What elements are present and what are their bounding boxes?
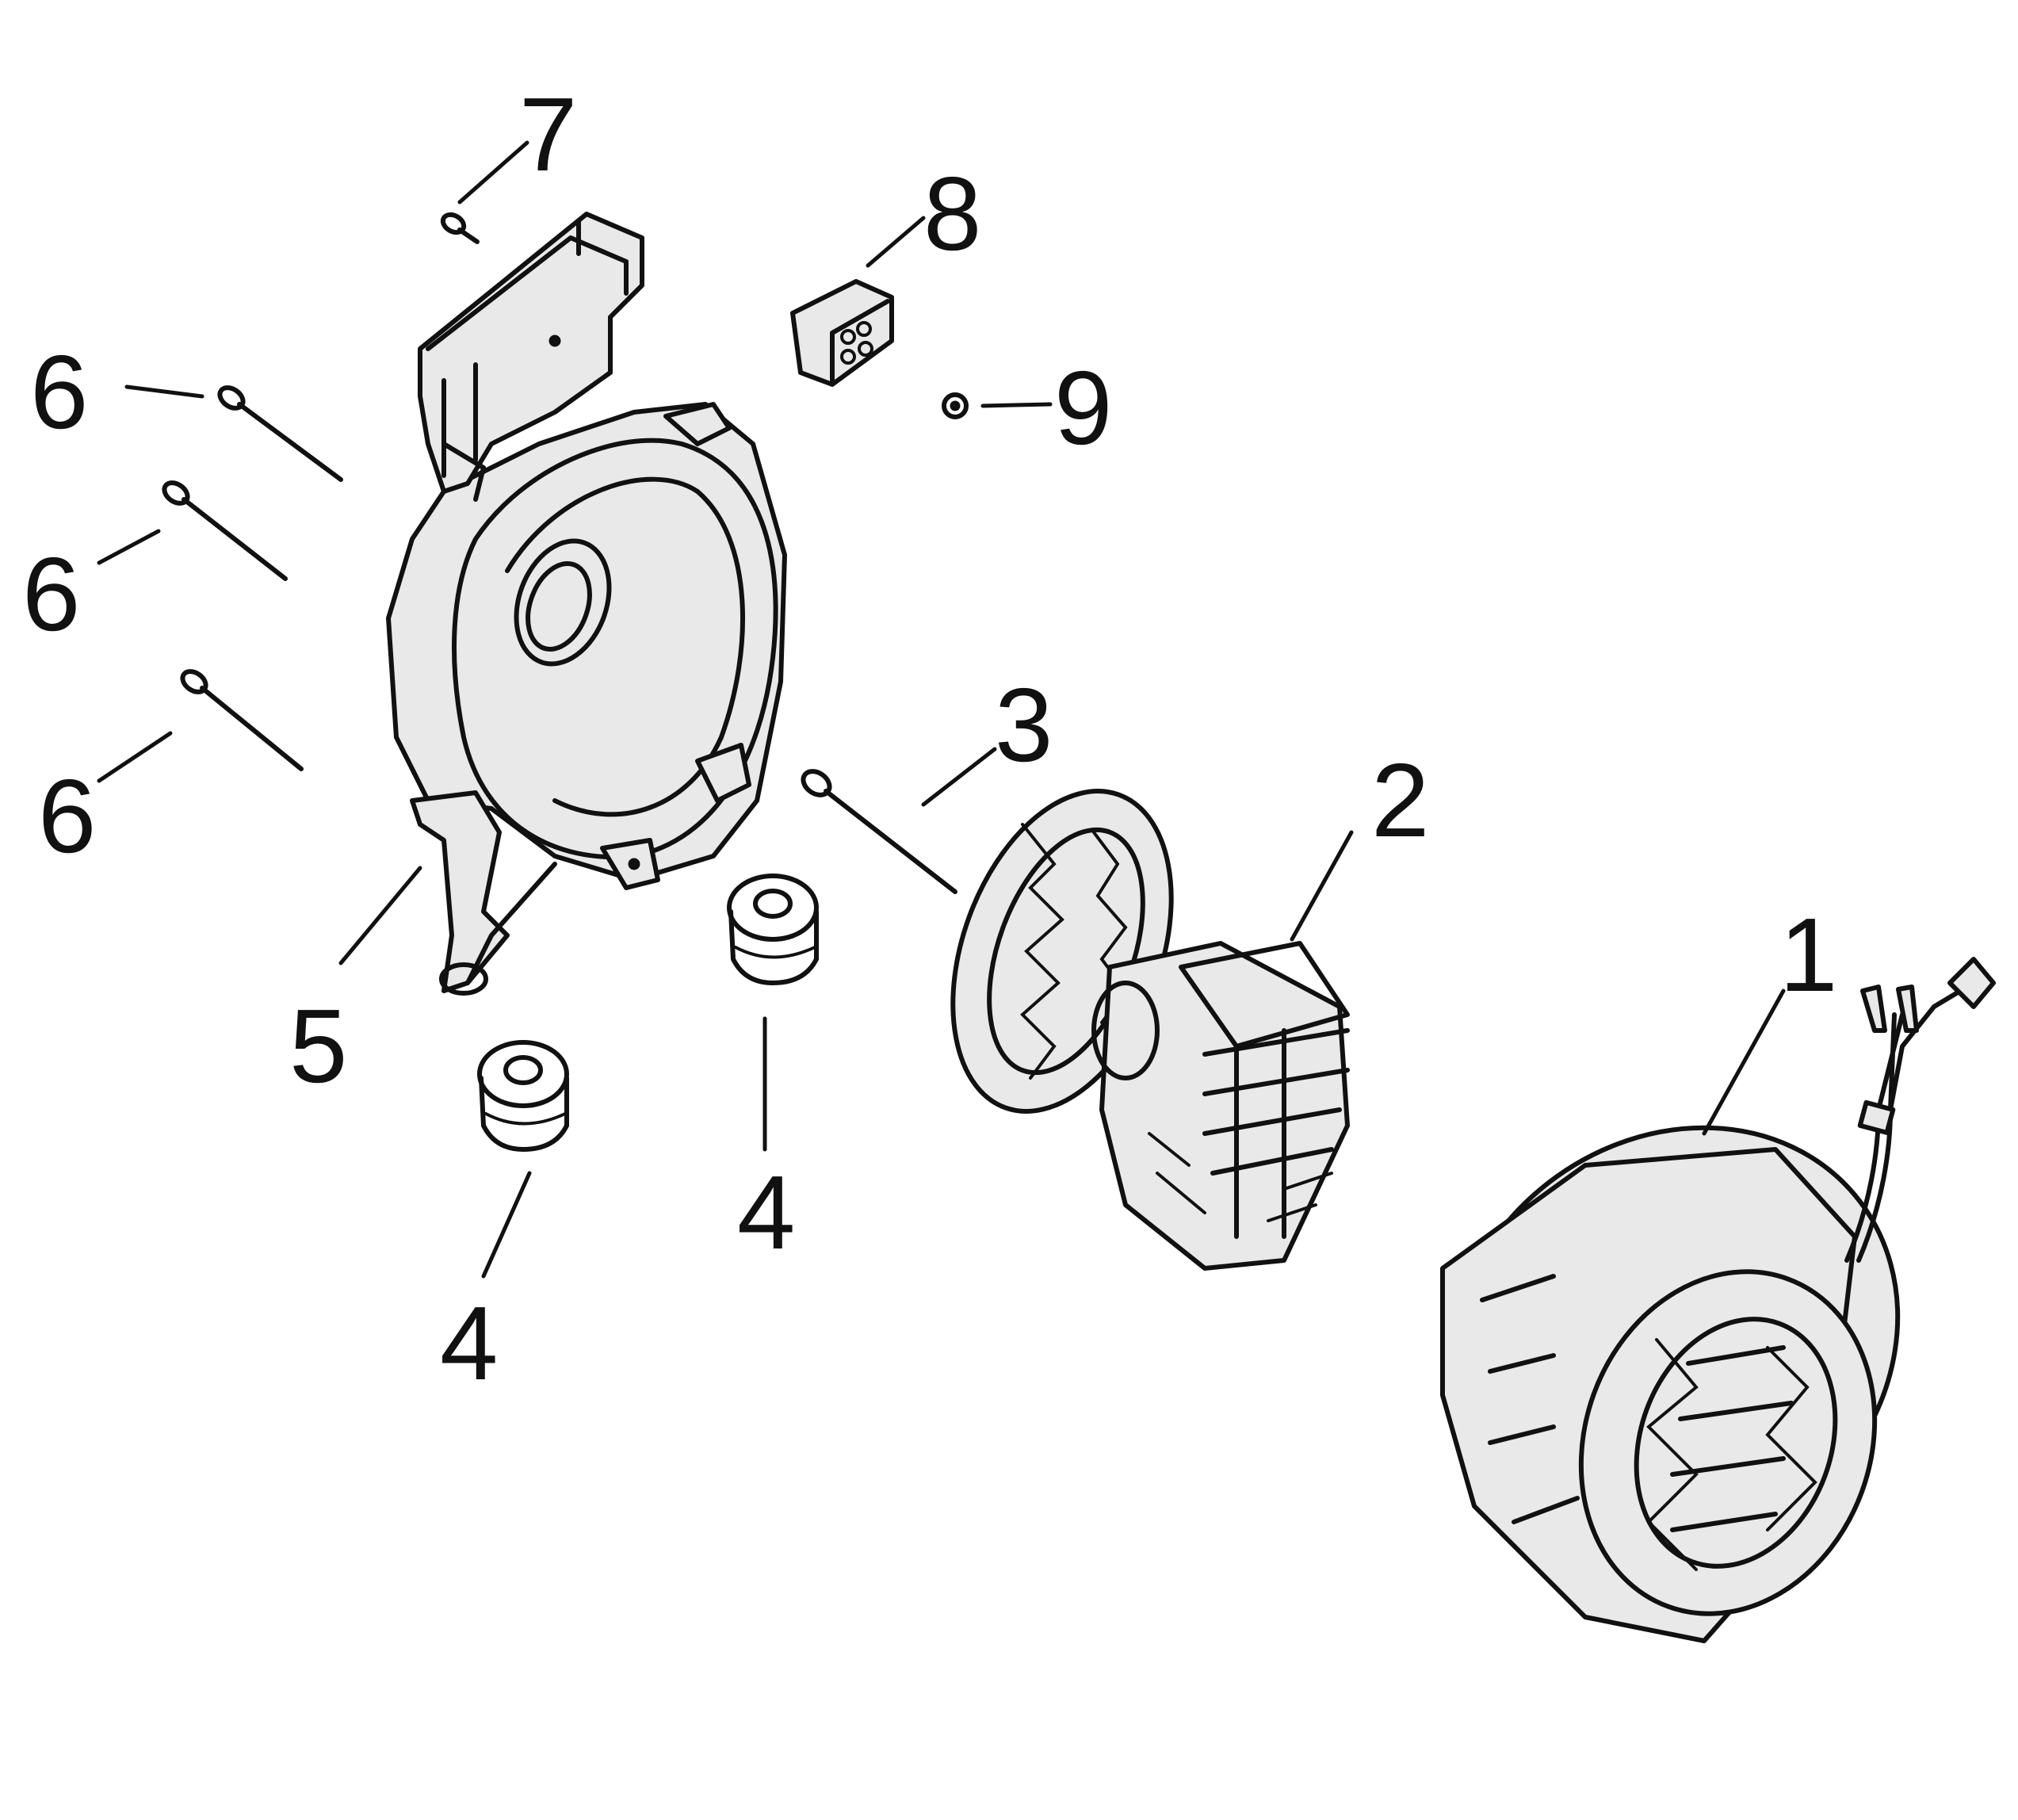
callout-6-bottom: 6 (38, 758, 96, 874)
damper-part-right (727, 874, 819, 985)
leader-lines (97, 140, 1786, 1279)
leader-line-7 (457, 140, 529, 205)
nut-part (942, 392, 969, 419)
callout-4-right: 4 (737, 1154, 795, 1271)
bolt-part-bottom (180, 669, 304, 771)
leader-line-5 (338, 866, 422, 965)
bolt-part-top (217, 385, 343, 482)
stator-part (1440, 957, 1996, 1643)
damper-part-left (477, 1040, 569, 1152)
callouts: 7 8 9 6 6 6 5 3 2 1 4 4 (22, 76, 1837, 1401)
screw-part (440, 212, 480, 244)
callout-3: 3 (995, 667, 1053, 783)
callout-4-left: 4 (440, 1285, 498, 1401)
rotor-part (950, 789, 1350, 1271)
leader-line-8 (866, 216, 926, 268)
leader-line-2 (1290, 830, 1354, 942)
callout-2: 2 (1371, 742, 1429, 858)
callout-6-top: 6 (30, 334, 88, 450)
callout-6-middle: 6 (22, 536, 80, 652)
callout-7: 7 (519, 76, 577, 193)
callout-8: 8 (923, 155, 981, 272)
bolt-part-middle (162, 480, 288, 581)
leader-line-6-top (124, 384, 204, 399)
callout-9: 9 (1054, 350, 1112, 466)
leader-line-1 (1702, 988, 1786, 1136)
leader-line-6-bottom (97, 731, 173, 783)
leader-line-6-middle (97, 529, 161, 565)
leader-line-4-left (481, 1171, 532, 1279)
leader-line-9 (980, 402, 1053, 408)
callout-1: 1 (1779, 897, 1837, 1013)
brush-holder-part (790, 279, 894, 387)
leader-line-3 (921, 747, 997, 807)
through-bolt-part (801, 769, 957, 894)
callout-5: 5 (289, 988, 347, 1104)
end-cover-part (386, 212, 787, 996)
